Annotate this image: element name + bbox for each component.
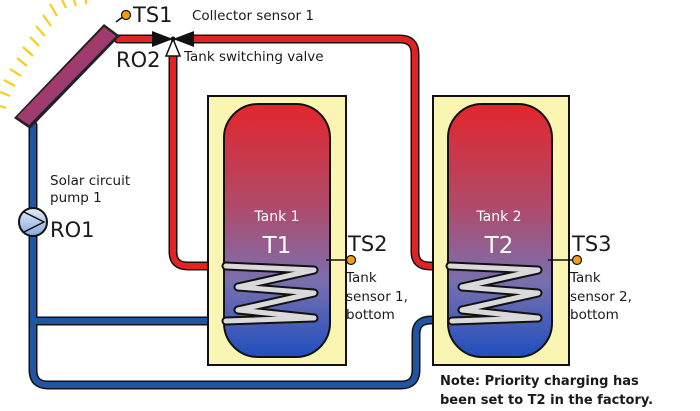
cold-pipes [30,122,455,388]
tank-1-code: T1 [262,233,292,259]
tank-2-sensor-label-line1: Tank [569,270,601,286]
sensor-dot-icon [120,9,132,21]
pump-label-line2: pump 1 [50,190,102,206]
tank-1-sensor-code: TS2 [347,232,388,256]
tank-1-sensor-label-line2: sensor 1, [346,289,408,305]
pump-label-line1: Solar circuit [50,173,130,189]
sun-rays-icon [0,0,88,110]
valve-icon [152,31,173,47]
priority-note: Note: Priority charging has been set to … [440,374,653,408]
solar-collector [0,0,120,129]
pump-code: RO1 [50,218,94,242]
tank-1-coil-icon [221,261,319,326]
tank-2-name: Tank 2 [475,209,521,225]
note-line2: been set to T2 in the factory. [440,393,653,408]
pump-icon [18,207,48,237]
tank-2-sensor-code: TS3 [571,232,612,256]
sensor-dot-icon [571,254,583,266]
collector-sensor-code: TS1 [132,3,173,27]
collector-sensor: TS1 Collector sensor 1 [115,3,314,27]
tank-2-sensor-label-line2: sensor 2, [570,289,632,305]
tank-1-sensor-label-line1: Tank [345,270,377,286]
hot-pipes [115,36,453,269]
solar-circuit-pump: Solar circuit pump 1 RO1 [18,173,130,242]
note-line1: Note: Priority charging has [440,374,639,389]
tank-1-name: Tank 1 [253,209,299,225]
tank-1: Tank 1 T1 TS2 Tank sensor 1, bottom [207,95,408,366]
tank-1-sensor-label-line3: bottom [346,307,395,323]
sensor-dot-icon [345,254,357,266]
tank-switching-valve: RO2 Tank switching valve [116,31,324,72]
collector-sensor-label: Collector sensor 1 [192,8,314,24]
tank-2: Tank 2 T2 TS3 Tank sensor 2, bottom [432,95,632,366]
valve-label: Tank switching valve [183,49,324,65]
tank-2-coil-icon [445,261,543,326]
tank-2-sensor-label-line3: bottom [570,307,619,323]
valve-code: RO2 [116,48,160,72]
tank-2-code: T2 [484,233,514,259]
